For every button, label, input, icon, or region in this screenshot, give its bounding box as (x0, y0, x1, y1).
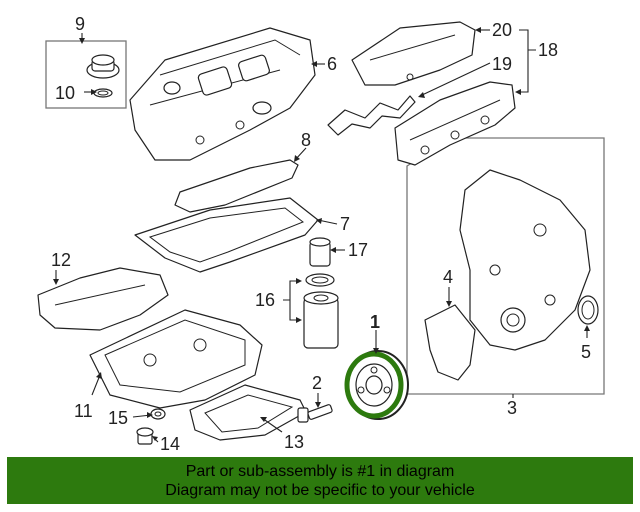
callout-10: 10 (55, 83, 75, 103)
oil-filler-cap-icon (86, 54, 120, 98)
callout-20: 20 (492, 20, 512, 40)
diagram-note-line-1: Part or sub-assembly is #1 in diagram (185, 463, 455, 480)
callout-13: 13 (284, 432, 304, 452)
callout-1: 1 (370, 312, 380, 332)
oil-filter-icon (303, 273, 339, 349)
filter-adapter-icon (309, 237, 331, 267)
front-seal-icon (577, 295, 599, 325)
oil-baffle-icon (37, 267, 169, 331)
parts-diagram: 9 10 6 20 19 18 8 7 17 16 12 11 15 14 13… (37, 14, 605, 454)
callout-6: 6 (327, 54, 337, 74)
valve-cover-icon (129, 27, 316, 161)
upper-oil-pan-icon (89, 309, 263, 409)
drain-plug-icon (136, 427, 154, 445)
callout-2: 2 (312, 373, 322, 393)
oil-pan-gasket-icon (134, 197, 319, 273)
callout-5: 5 (581, 342, 591, 362)
callout-8: 8 (301, 130, 311, 150)
lower-oil-pan-icon (189, 384, 307, 441)
callout-4: 4 (443, 267, 453, 287)
callout-15: 15 (108, 408, 128, 428)
crankshaft-pulley-icon (344, 350, 409, 420)
oil-cap-group-box (45, 40, 127, 109)
callout-17: 17 (348, 240, 368, 260)
callout-19: 19 (492, 54, 512, 74)
intake-gasket-icon (327, 95, 416, 136)
arrowheads (53, 27, 590, 441)
callout-11: 11 (74, 401, 93, 421)
diagram-note-line-2: Diagram may not be specific to your vehi… (165, 482, 475, 499)
drain-plug-washer-icon (150, 408, 166, 420)
intake-manifold-icon (394, 81, 516, 166)
callout-14: 14 (160, 434, 180, 454)
callout-12: 12 (51, 250, 71, 270)
timing-cover-gasket-icon (424, 304, 476, 381)
callout-9: 9 (75, 14, 85, 34)
callout-16: 16 (255, 290, 275, 310)
callout-18: 18 (538, 40, 558, 60)
valve-cover-gasket-icon (174, 159, 299, 213)
diagram-note-banner: Part or sub-assembly is #1 in diagram Di… (7, 457, 633, 504)
timing-cover-icon (459, 169, 591, 351)
engine-cover-icon (351, 21, 476, 86)
pulley-bolt-icon (297, 404, 333, 423)
callout-3: 3 (507, 398, 517, 418)
callout-7: 7 (340, 214, 350, 234)
